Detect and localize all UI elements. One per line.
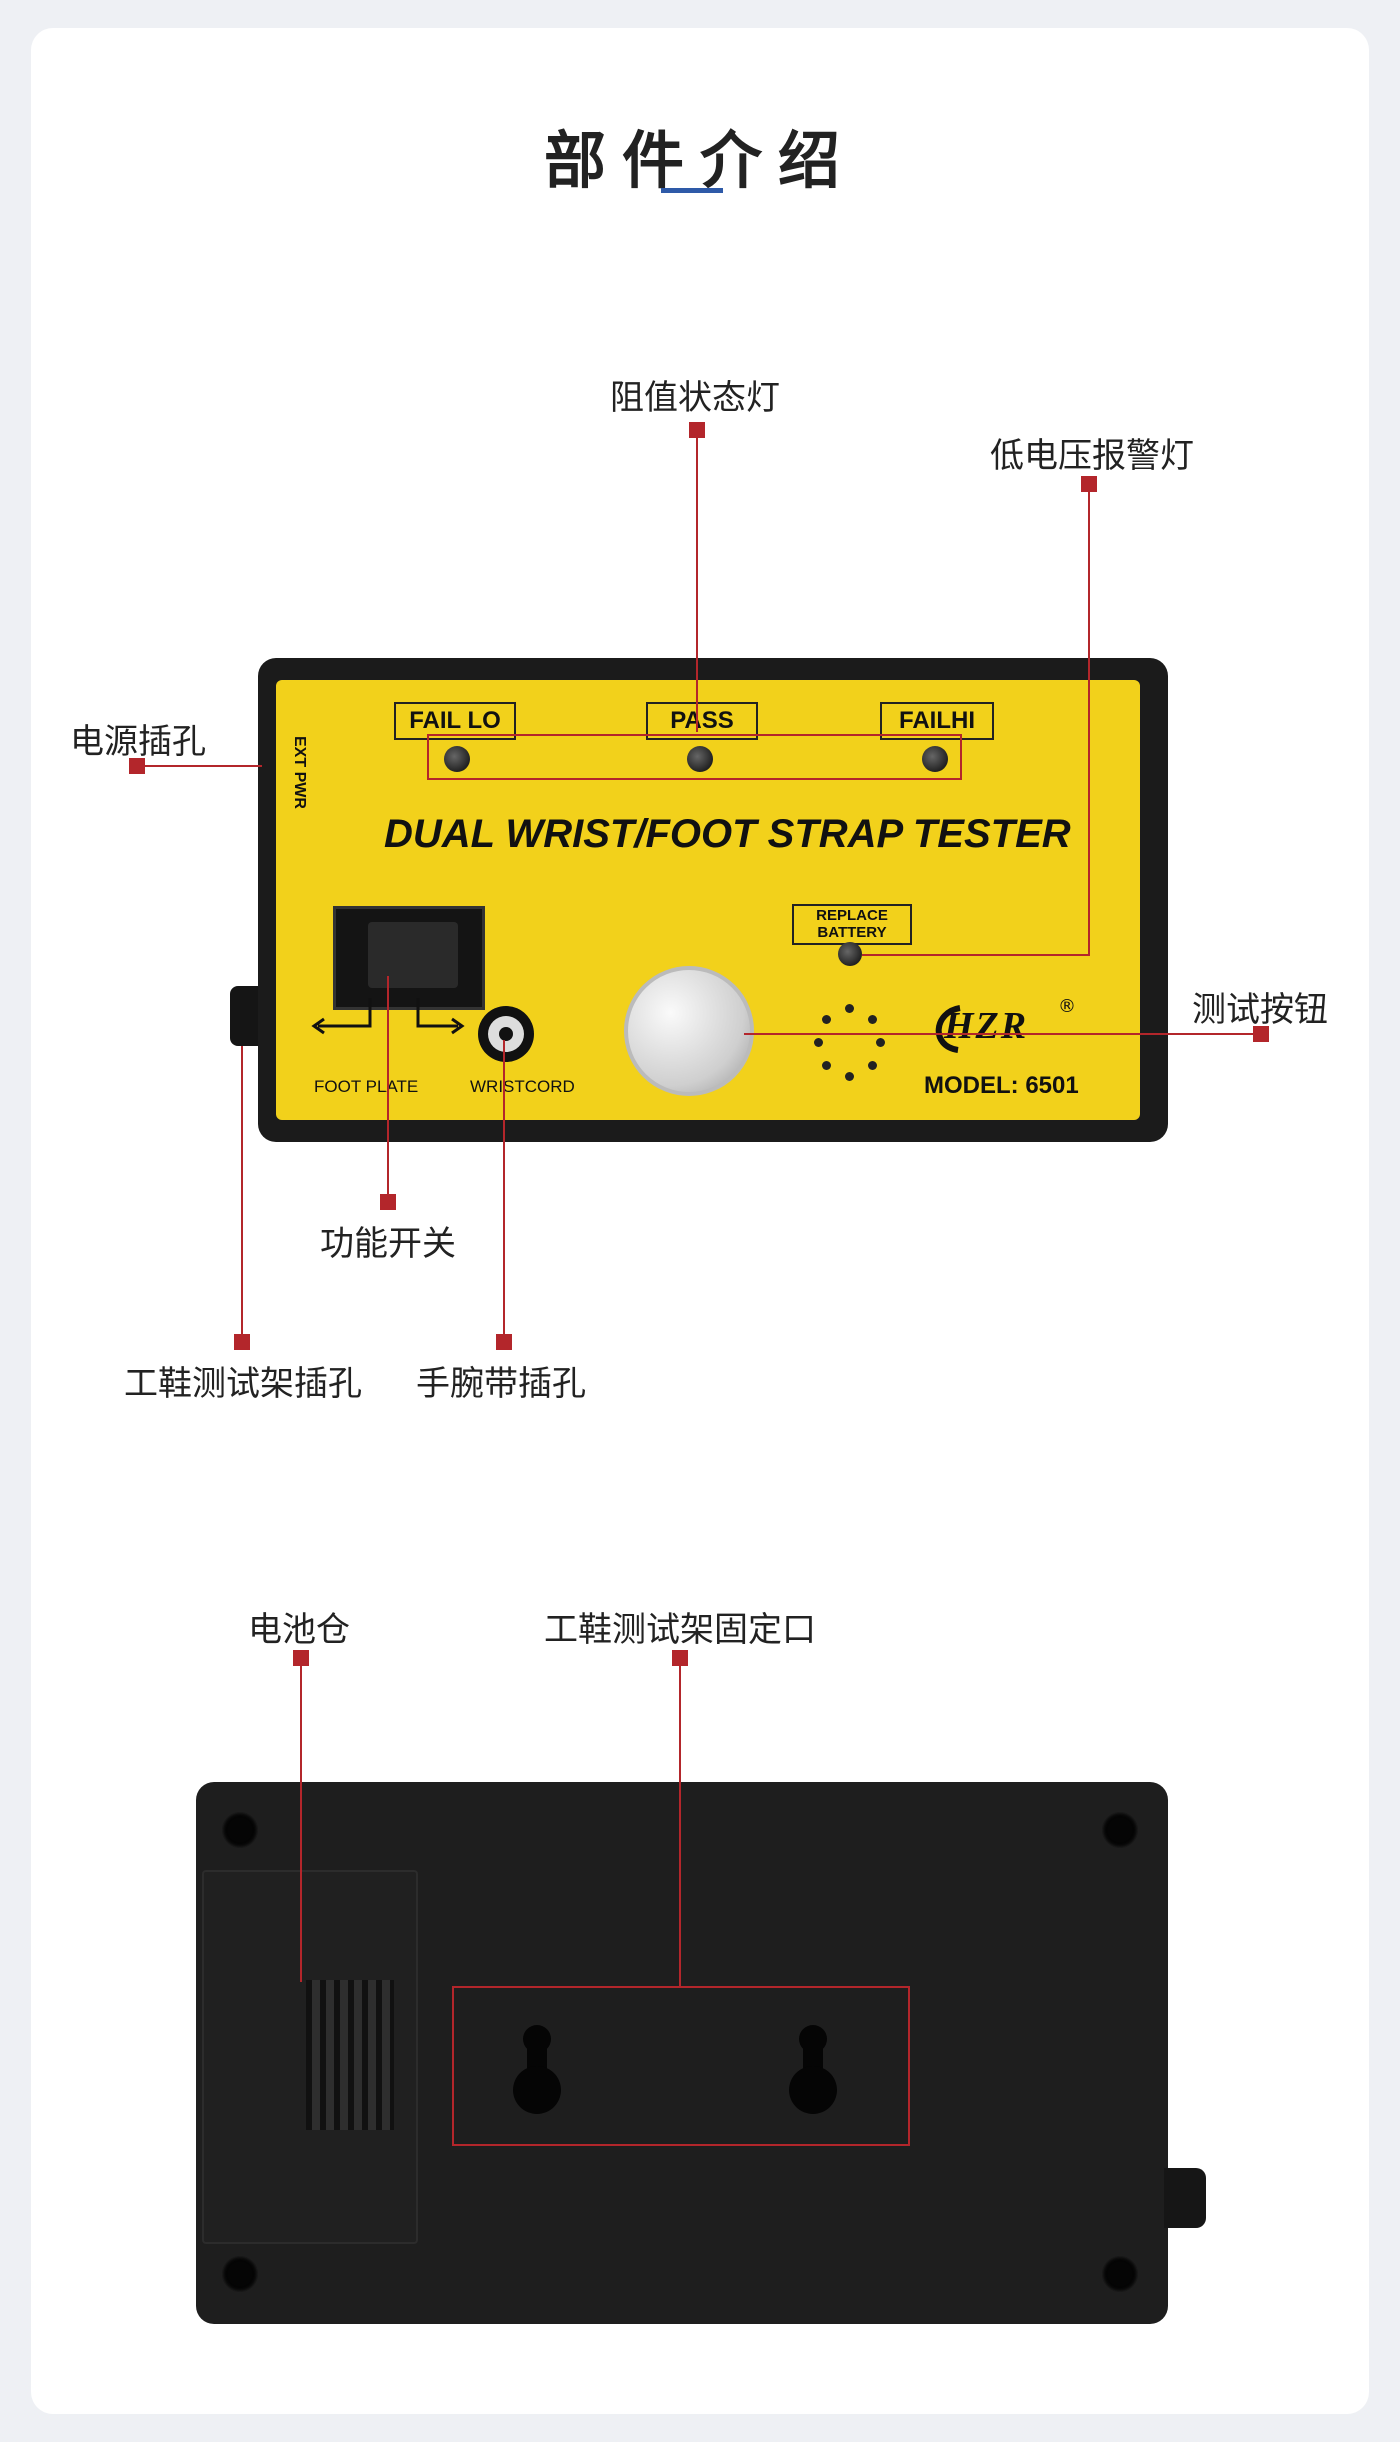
callout-marker	[380, 1194, 396, 1210]
battery-door-grip	[306, 1980, 394, 2130]
keyhole-mount-right	[789, 2025, 837, 2114]
pass-label: PASS	[646, 702, 758, 740]
callout-line	[1088, 490, 1090, 956]
callout-marker	[1253, 1026, 1269, 1042]
function-switch[interactable]	[368, 922, 458, 988]
fail-hi-label: FAILHI	[880, 702, 994, 740]
callout-line	[960, 734, 962, 780]
screw	[222, 2256, 258, 2292]
low-battery-led	[838, 942, 862, 966]
title-underline	[661, 188, 723, 193]
brand-logo: HZR	[944, 1005, 1029, 1047]
foot-plate-text: FOOT PLATE	[314, 1077, 419, 1096]
keyhole-mount-left	[513, 2025, 561, 2114]
callout-wrist-jack: 手腕带插孔	[416, 1364, 586, 1404]
callout-foot-tester-jack: 工鞋测试架插孔	[124, 1364, 362, 1404]
callout-marker	[689, 422, 705, 438]
screw	[1102, 1812, 1138, 1848]
test-button[interactable]	[624, 966, 754, 1096]
callout-line	[300, 1666, 302, 1982]
mount-highlight-box	[452, 1986, 910, 2146]
model-number: MODEL: 6501	[924, 1072, 1079, 1099]
callout-line	[862, 954, 1090, 956]
callout-line	[241, 1046, 243, 1336]
callout-line	[427, 734, 429, 780]
callout-marker	[1081, 476, 1097, 492]
wristcord-text: WRISTCORD	[470, 1077, 575, 1096]
wrist-jack-hole	[499, 1027, 513, 1041]
callout-line	[387, 976, 389, 1196]
callout-marker	[234, 1334, 250, 1350]
ext-pwr-text: EXT PWR	[291, 736, 308, 809]
callout-line	[144, 765, 262, 767]
screw	[222, 1812, 258, 1848]
registered-mark: ®	[1058, 996, 1076, 1017]
callout-line	[427, 734, 962, 736]
page-title: 部件介绍	[543, 124, 856, 197]
callout-marker	[496, 1334, 512, 1350]
fail-lo-label: FAIL LO	[394, 702, 516, 740]
logo-swoosh-icon	[935, 1005, 961, 1053]
callout-line	[503, 1040, 505, 1336]
callout-line	[427, 778, 962, 780]
callout-test-button: 测试按钮	[1192, 990, 1328, 1030]
callout-marker	[129, 758, 145, 774]
callout-line	[679, 1666, 681, 1988]
callout-power-jack: 电源插孔	[70, 722, 206, 762]
foot-tester-plug	[230, 986, 262, 1046]
fail-hi-led	[922, 746, 948, 772]
switch-arrows-icon	[311, 998, 465, 1035]
callout-line	[696, 438, 698, 732]
callout-marker	[293, 1650, 309, 1666]
callout-line	[744, 1033, 1254, 1035]
back-side-plug	[1164, 2168, 1206, 2228]
callout-battery-compartment: 电池仓	[248, 1610, 350, 1650]
fail-lo-led	[444, 746, 470, 772]
callout-resistance-light: 阻值状态灯	[610, 378, 780, 418]
replace-battery-label: REPLACE BATTERY	[792, 904, 912, 945]
device-headline: DUAL WRIST/FOOT STRAP TESTER	[384, 812, 1071, 856]
screw	[1102, 2256, 1138, 2292]
callout-low-voltage-light: 低电压报警灯	[990, 436, 1194, 476]
callout-function-switch: 功能开关	[320, 1224, 456, 1264]
callout-marker	[672, 1650, 688, 1666]
callout-foot-tester-mount: 工鞋测试架固定口	[544, 1610, 816, 1650]
pass-led	[687, 746, 713, 772]
